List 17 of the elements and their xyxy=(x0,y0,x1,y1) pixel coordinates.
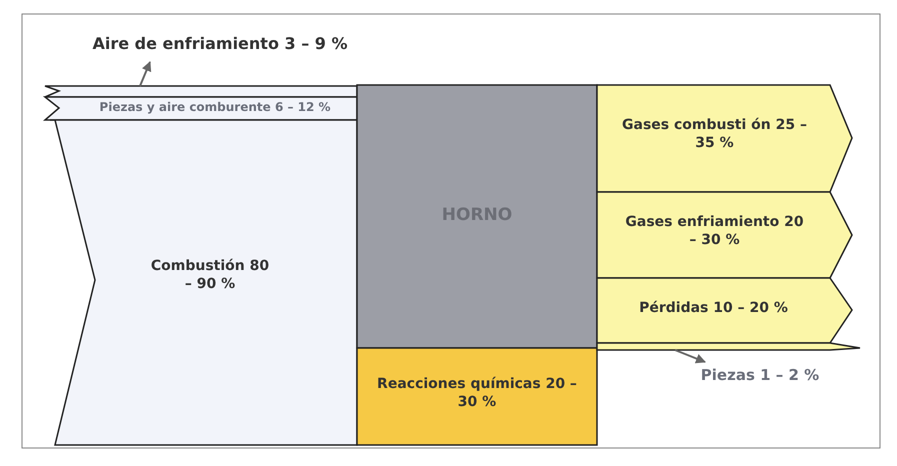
flow-band xyxy=(597,85,852,192)
flow-band xyxy=(45,86,357,97)
flow-label: Gases combusti ón 25 – 35 % xyxy=(622,117,807,152)
leader-arrow xyxy=(139,61,152,86)
flow-label: Combustión 80 – 90 % xyxy=(150,258,270,293)
flow-label: Aire de enfriamiento 3 – 9 % xyxy=(91,34,349,54)
flow-band xyxy=(357,348,597,445)
leader-arrow xyxy=(674,349,706,364)
flow-band xyxy=(50,120,357,445)
flow-label: Reacciones químicas 20 – 30 % xyxy=(377,376,577,411)
furnace-box xyxy=(357,85,597,348)
flow-label: Piezas y aire comburente 6 – 12 % xyxy=(98,100,332,115)
flow-label: Pérdidas 10 – 20 % xyxy=(638,300,789,318)
flow-label: Gases enfriamiento 20 – 30 % xyxy=(624,214,805,249)
flow-label: Piezas 1 – 2 % xyxy=(700,366,820,385)
flow-band xyxy=(597,192,852,278)
flow-band xyxy=(45,97,357,120)
